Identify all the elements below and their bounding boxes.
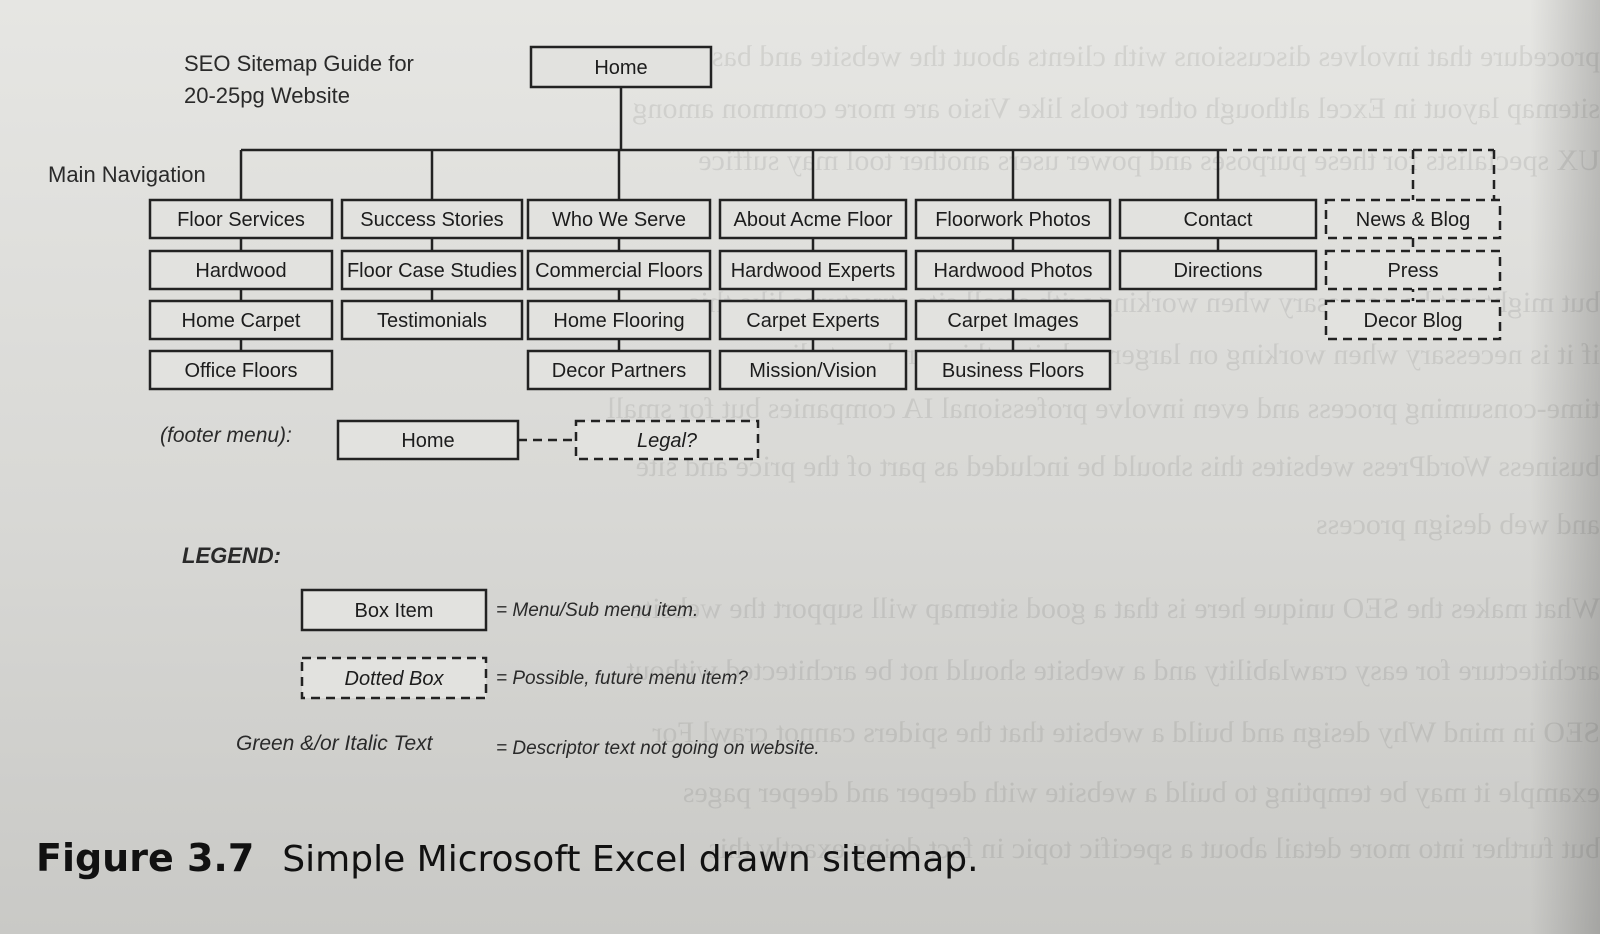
- nav-decor-blog-label: Decor Blog: [1364, 310, 1463, 332]
- footer-home-label: Home: [401, 430, 454, 452]
- nav-business-floors-box: [914, 349, 1112, 391]
- nav-home-flooring-label: Home Flooring: [553, 310, 684, 332]
- nav-home-flooring-box: [526, 299, 712, 341]
- main-navigation-label: Main Navigation: [48, 162, 206, 187]
- legend-sample-dotted-box-box: [300, 656, 488, 700]
- root-home-label: Home: [594, 57, 647, 79]
- nav-home-carpet-label: Home Carpet: [182, 310, 301, 332]
- nav-hardwood-photos-box: [914, 249, 1112, 291]
- nav-hardwood-experts-label: Hardwood Experts: [731, 260, 896, 282]
- nav-floorwork-photos-label: Floorwork Photos: [935, 209, 1091, 231]
- footer-home-box: [336, 419, 520, 461]
- nav-office-floors-label: Office Floors: [185, 360, 298, 382]
- sitemap-title: SEO Sitemap Guide for 20-25pg Website: [184, 48, 414, 112]
- legend-italic-text-sample: Green &/or Italic Text: [236, 732, 433, 755]
- legend-desc-dotted: = Possible, future menu item?: [496, 668, 748, 689]
- footer-menu-label: (footer menu):: [160, 424, 292, 447]
- legend-sample-box-item-label: Box Item: [355, 600, 434, 622]
- legend-desc-italic: = Descriptor text not going on website.: [496, 738, 820, 759]
- legend-sample-dotted-box-label: Dotted Box: [345, 668, 445, 690]
- nav-decor-blog-box: [1324, 299, 1502, 341]
- nav-contact-label: Contact: [1184, 209, 1253, 231]
- nav-contact-box: [1118, 198, 1318, 240]
- nav-directions-box: [1118, 249, 1318, 291]
- footer-legal-label: Legal?: [637, 430, 698, 452]
- legend-title: LEGEND:: [182, 543, 281, 568]
- nav-success-stories-box: [340, 198, 524, 240]
- nav-about-acme-floor-box: [718, 198, 908, 240]
- nav-floor-case-studies-label: Floor Case Studies: [347, 260, 517, 282]
- nav-floor-services-label: Floor Services: [177, 209, 305, 231]
- nav-news-blog-label: News & Blog: [1356, 209, 1471, 231]
- nav-about-acme-floor-label: About Acme Floor: [734, 209, 893, 231]
- nav-commercial-floors-label: Commercial Floors: [535, 260, 703, 282]
- nav-carpet-experts-box: [718, 299, 908, 341]
- nav-floor-services-box: [148, 198, 334, 240]
- nav-hardwood-label: Hardwood: [195, 260, 286, 282]
- nav-mission-vision-box: [718, 349, 908, 391]
- page-curl-shadow: [1530, 0, 1600, 934]
- nav-decor-partners-label: Decor Partners: [552, 360, 687, 382]
- nav-testimonials-box: [340, 299, 524, 341]
- nav-hardwood-photos-label: Hardwood Photos: [934, 260, 1093, 282]
- nav-floorwork-photos-box: [914, 198, 1112, 240]
- legend-sample-box-item-box: [300, 588, 488, 632]
- nav-carpet-experts-label: Carpet Experts: [746, 310, 879, 332]
- nav-testimonials-label: Testimonials: [377, 310, 487, 332]
- nav-press-label: Press: [1387, 260, 1438, 282]
- figure-number: Figure 3.7: [36, 836, 255, 880]
- nav-floor-case-studies-box: [340, 249, 524, 291]
- nav-commercial-floors-box: [526, 249, 712, 291]
- sitemap-title-line-2: 20-25pg Website: [184, 83, 350, 108]
- nav-carpet-images-box: [914, 299, 1112, 341]
- nav-who-we-serve-label: Who We Serve: [552, 209, 686, 231]
- nav-business-floors-label: Business Floors: [942, 360, 1084, 382]
- nav-office-floors-box: [148, 349, 334, 391]
- nav-home-carpet-box: [148, 299, 334, 341]
- nav-news-blog-box: [1324, 198, 1502, 240]
- legend-desc-box: = Menu/Sub menu item.: [496, 600, 699, 621]
- figure-caption-text: Simple Microsoft Excel drawn sitemap.: [282, 839, 979, 880]
- nav-who-we-serve-box: [526, 198, 712, 240]
- nav-hardwood-experts-box: [718, 249, 908, 291]
- nav-decor-partners-box: [526, 349, 712, 391]
- nav-press-box: [1324, 249, 1502, 291]
- figure-caption: Figure 3.7 Simple Microsoft Excel drawn s…: [36, 836, 979, 880]
- nav-directions-label: Directions: [1174, 260, 1263, 282]
- nav-carpet-images-label: Carpet Images: [947, 310, 1078, 332]
- footer-legal-box: [574, 419, 760, 461]
- nav-mission-vision-label: Mission/Vision: [749, 360, 876, 382]
- nav-success-stories-label: Success Stories: [360, 209, 503, 231]
- nav-hardwood-box: [148, 249, 334, 291]
- root-home-box: [529, 45, 713, 89]
- sitemap-title-line-1: SEO Sitemap Guide for: [184, 51, 414, 76]
